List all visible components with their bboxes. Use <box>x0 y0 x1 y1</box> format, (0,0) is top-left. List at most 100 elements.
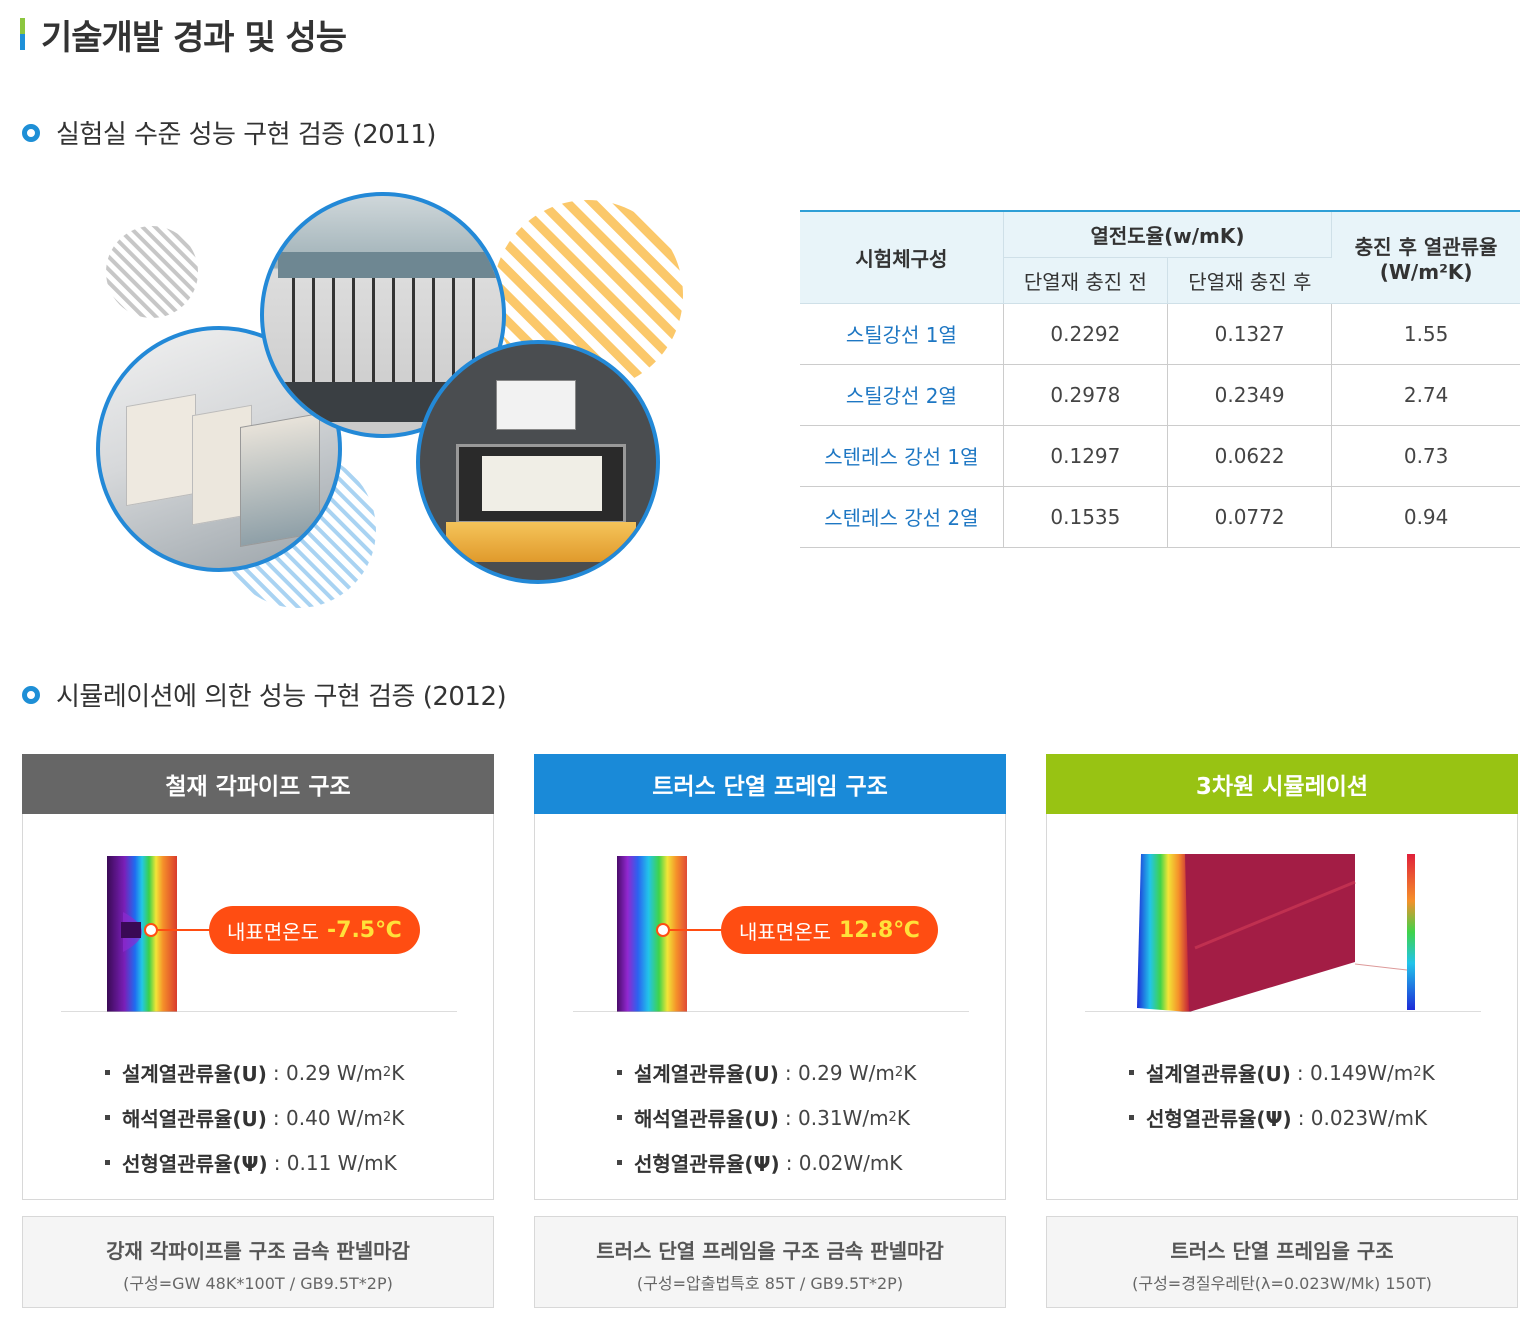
cell-after: 0.2349 <box>1167 364 1333 426</box>
spec-unit: K <box>903 1060 917 1085</box>
spec-value: : 0.40 W/m <box>272 1105 383 1130</box>
cell-u: 1.55 <box>1331 303 1520 365</box>
spec-value: : 0.02W/mK <box>785 1150 903 1175</box>
square-bullet-icon <box>1129 1070 1134 1075</box>
temp-label: 내표면온도 <box>739 919 831 944</box>
card-steel-pipe: 철재 각파이프 구조 내표면온도 -7.5℃ 설계열관류율(U): 0. <box>22 754 494 1308</box>
cell-name: 스텐레스 강선 1열 <box>800 425 1004 487</box>
cell-after: 0.0772 <box>1167 486 1333 548</box>
spec-label: 설계열관류율(U) <box>122 1062 267 1086</box>
spec-item: 선형열관류율(Ψ): 0.11 W/mK <box>105 1140 404 1185</box>
card-footer: 강재 각파이프를 구조 금속 판넬마감 (구성=GW 48K*100T / GB… <box>22 1216 494 1308</box>
footer-title: 트러스 단열 프레임을 구조 <box>1170 1239 1394 1263</box>
th-transmittance: 충진 후 열관류율 (W/m²K) <box>1331 211 1520 304</box>
square-bullet-icon <box>105 1160 110 1165</box>
cell-u: 2.74 <box>1331 364 1520 426</box>
title-accent-bar <box>20 18 25 50</box>
footer-composition: (구성=GW 48K*100T / GB9.5T*2P) <box>123 1274 393 1293</box>
th-composition: 시험체구성 <box>800 211 1004 304</box>
cell-u: 0.94 <box>1331 486 1520 548</box>
square-bullet-icon <box>105 1115 110 1120</box>
square-bullet-icon <box>1129 1115 1134 1120</box>
card-header: 3차원 시뮬레이션 <box>1046 754 1518 814</box>
card-header: 트러스 단열 프레임 구조 <box>534 754 1006 814</box>
square-bullet-icon <box>617 1070 622 1075</box>
thermal-simulation-image <box>573 856 969 1012</box>
cell-after: 0.1327 <box>1167 303 1333 365</box>
table-row: 스텐레스 강선 2열 0.1535 0.0772 0.94 <box>800 486 1520 548</box>
section-heading-simulation: 시뮬레이션에 의한 성능 구현 검증 (2012) <box>22 676 507 713</box>
square-bullet-icon <box>617 1115 622 1120</box>
temp-label: 내표면온도 <box>227 919 319 944</box>
spec-value: : 0.29 W/m <box>784 1060 895 1085</box>
cell-after: 0.0622 <box>1167 425 1333 487</box>
card-header: 철재 각파이프 구조 <box>22 754 494 814</box>
temp-value: -7.5℃ <box>327 917 402 943</box>
thermal-simulation-image <box>61 856 457 1012</box>
spec-value: : 0.149W/m <box>1296 1060 1414 1085</box>
th-before-fill: 단열재 충진 전 <box>1003 257 1169 304</box>
cell-u: 0.73 <box>1331 425 1520 487</box>
temp-value: 12.8℃ <box>839 917 920 943</box>
spec-unit: K <box>1421 1060 1435 1085</box>
footer-title: 트러스 단열 프레임을 구조 금속 판넬마감 <box>596 1239 944 1263</box>
spec-label: 선형열관류율(Ψ) <box>634 1152 780 1176</box>
th-transmittance-label: 충진 후 열관류율 <box>1354 234 1498 259</box>
cell-name: 스텐레스 강선 2열 <box>800 486 1004 548</box>
th-after-fill: 단열재 충진 후 <box>1167 257 1332 304</box>
section-title-lab: 실험실 수준 성능 구현 검증 (2011) <box>56 120 436 150</box>
circle-bullet-icon <box>22 123 40 142</box>
cell-before: 0.1535 <box>1003 486 1169 548</box>
spec-label: 해석열관류율(U) <box>634 1107 779 1131</box>
card-truss-frame: 트러스 단열 프레임 구조 내표면온도 12.8℃ 설계열관류율(U): 0.2… <box>534 754 1006 1308</box>
th-transmittance-unit: (W/m²K) <box>1379 259 1473 284</box>
cell-before: 0.2292 <box>1003 303 1169 365</box>
th-conductivity: 열전도율(w/mK) <box>1003 211 1333 258</box>
cell-before: 0.2978 <box>1003 364 1169 426</box>
footer-title: 강재 각파이프를 구조 금속 판넬마감 <box>106 1239 410 1263</box>
spec-label: 설계열관류율(U) <box>634 1062 779 1086</box>
spec-value: : 0.11 W/mK <box>273 1150 397 1175</box>
spec-unit: K <box>391 1105 405 1130</box>
lab-photo-collage <box>80 180 700 610</box>
photo-test-chamber <box>416 340 660 584</box>
cell-name: 스틸강선 2열 <box>800 364 1004 426</box>
section-title-simulation: 시뮬레이션에 의한 성능 구현 검증 (2012) <box>56 682 507 712</box>
square-bullet-icon <box>617 1160 622 1165</box>
table-row: 스텐레스 강선 1열 0.1297 0.0622 0.73 <box>800 425 1520 487</box>
spec-value: : 0.29 W/m <box>272 1060 383 1085</box>
card-3d-simulation: 3차원 시뮬레이션 설계열관류율(U <box>1046 754 1518 1308</box>
cell-before: 0.1297 <box>1003 425 1169 487</box>
thermal-conductivity-table: 시험체구성 열전도율(w/mK) 충진 후 열관류율 (W/m²K) 단열재 충… <box>800 210 1520 548</box>
spec-label: 선형열관류율(Ψ) <box>1146 1107 1292 1131</box>
card-footer: 트러스 단열 프레임을 구조 금속 판넬마감 (구성=압출법특호 85T / G… <box>534 1216 1006 1308</box>
spec-unit: K <box>896 1105 910 1130</box>
thermal-3d-simulation-image <box>1085 854 1481 1012</box>
page-title: 기술개발 경과 및 성능 <box>20 12 347 58</box>
spec-label: 해석열관류율(U) <box>122 1107 267 1131</box>
table-row: 스틸강선 2열 0.2978 0.2349 2.74 <box>800 364 1520 426</box>
page-title-text: 기술개발 경과 및 성능 <box>41 17 347 58</box>
square-bullet-icon <box>105 1070 110 1075</box>
spec-label: 설계열관류율(U) <box>1146 1062 1291 1086</box>
section-heading-lab: 실험실 수준 성능 구현 검증 (2011) <box>22 114 436 151</box>
surface-temp-badge: 내표면온도 -7.5℃ <box>209 906 420 954</box>
surface-temp-badge: 내표면온도 12.8℃ <box>721 906 938 954</box>
spec-value: : 0.023W/mK <box>1297 1105 1428 1130</box>
circle-bullet-icon <box>22 685 40 704</box>
table-row: 스틸강선 1열 0.2292 0.1327 1.55 <box>800 303 1520 365</box>
cell-name: 스틸강선 1열 <box>800 303 1004 365</box>
spec-value: : 0.31W/m <box>784 1105 889 1130</box>
spec-label: 선형열관류율(Ψ) <box>122 1152 268 1176</box>
